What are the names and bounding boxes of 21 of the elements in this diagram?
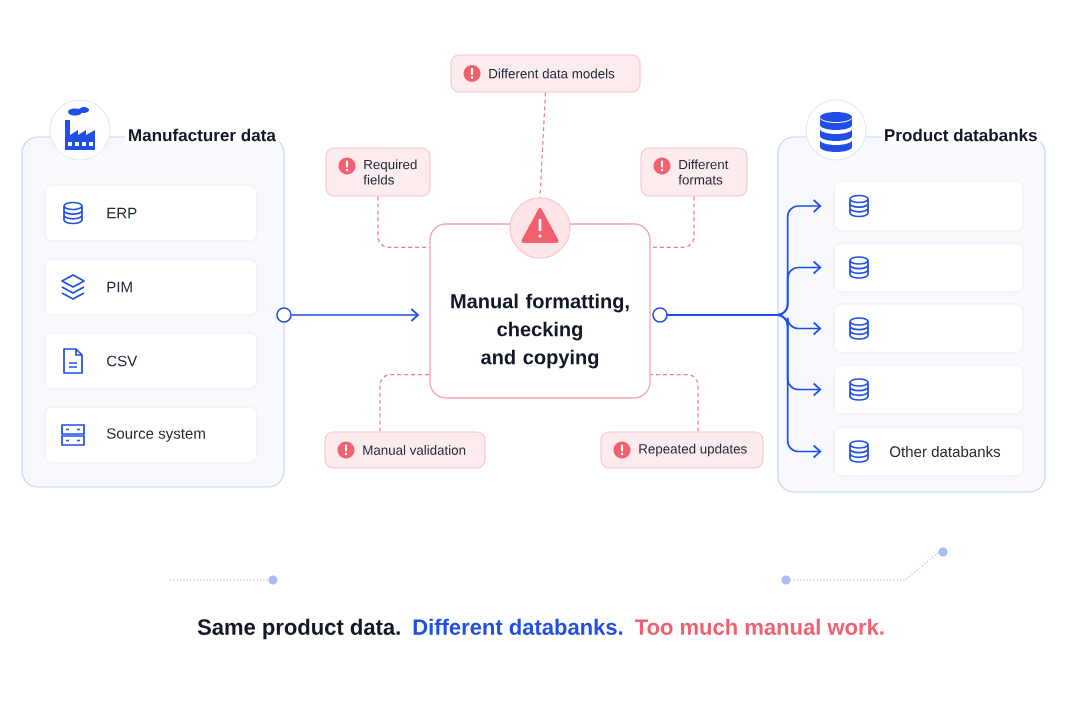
- warning-text: Manual validation: [363, 445, 466, 455]
- warning-text: Different data models: [489, 68, 615, 79]
- arrow: [290, 308, 420, 322]
- dashed-connector: [379, 374, 430, 433]
- item-label: ERP: [107, 207, 137, 219]
- warning-text: Repeated updates: [639, 443, 747, 457]
- warning-text: Different formats: [678, 159, 729, 185]
- item-label: PIM: [107, 281, 132, 293]
- panel-heading: Product databanks: [881, 126, 1041, 144]
- dashed-connector: [650, 195, 695, 248]
- item-label: Source system: [106, 428, 205, 442]
- dashed-connector: [377, 195, 430, 248]
- tagline: Same product data. Different databanks. Too much manual work.: [197, 618, 884, 640]
- item-label: CSV: [107, 355, 138, 367]
- dashed-connector: [539, 91, 547, 198]
- panel-heading: Manufacturer data: [125, 126, 279, 144]
- dashed-connector: [650, 374, 699, 433]
- arrow: [666, 314, 822, 459]
- process-title: Manual formatting, checking and copying: [451, 293, 629, 369]
- warning-text: Required fields: [363, 159, 417, 185]
- item-label: Other databanks: [890, 446, 1001, 458]
